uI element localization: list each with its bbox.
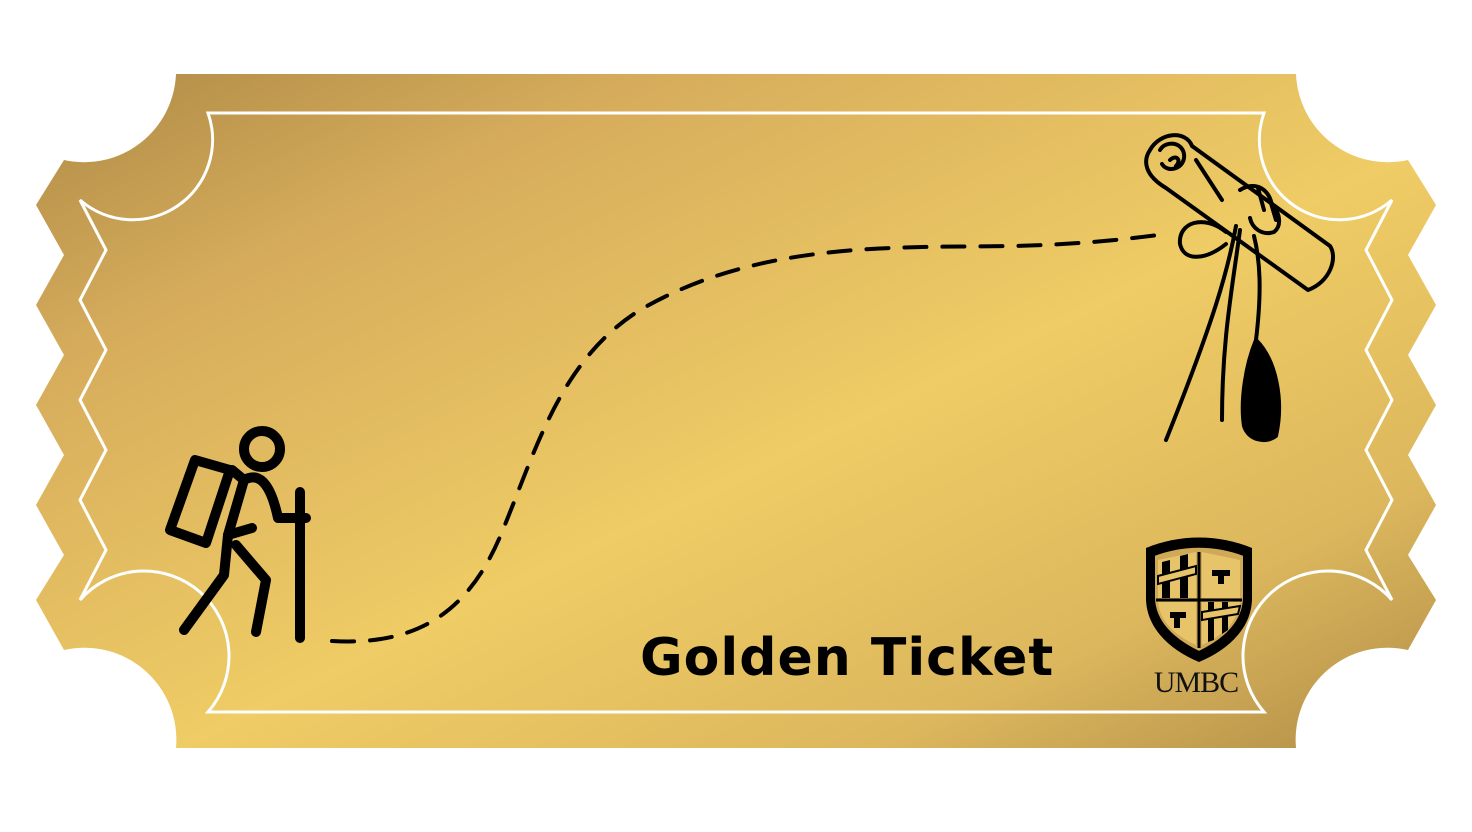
ticket-title: Golden Ticket (640, 628, 1055, 688)
ticket-inner-border (78, 111, 1394, 714)
umbc-shield-icon (1146, 537, 1252, 662)
diploma-scroll-icon (1144, 133, 1336, 443)
hiker-icon (165, 426, 311, 643)
umbc-logo-text: UMBC (1153, 666, 1239, 699)
ticket-body (36, 74, 1436, 748)
journey-dashed-path (330, 233, 1160, 644)
